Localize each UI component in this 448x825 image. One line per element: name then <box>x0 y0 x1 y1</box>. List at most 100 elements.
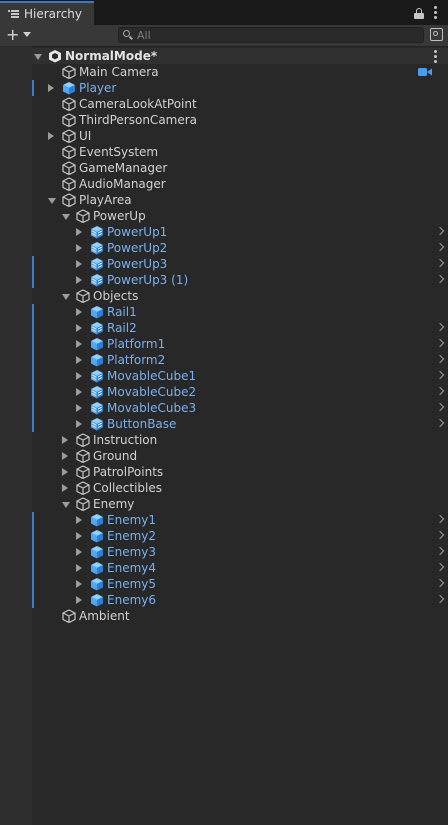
tree-row-platform2[interactable]: Platform2 <box>32 352 448 368</box>
open-prefab-chevron-icon[interactable] <box>435 322 445 332</box>
open-prefab-chevron-icon[interactable] <box>435 418 445 428</box>
expand-arrow-down-icon[interactable] <box>48 198 56 204</box>
expand-arrow-right-icon[interactable] <box>62 436 68 444</box>
open-prefab-chevron-icon[interactable] <box>435 578 445 588</box>
expand-arrow-right-icon[interactable] <box>76 308 82 316</box>
lock-icon[interactable] <box>414 8 424 19</box>
tree-row-rail1[interactable]: Rail1 <box>32 304 448 320</box>
open-prefab-chevron-icon[interactable] <box>435 274 445 284</box>
expand-arrow-right-icon[interactable] <box>76 516 82 524</box>
tree-row-player[interactable]: Player <box>32 80 448 96</box>
expand-arrow-right-icon[interactable] <box>76 324 82 332</box>
expand-arrow-right-icon[interactable] <box>76 260 82 268</box>
open-prefab-chevron-icon[interactable] <box>435 370 445 380</box>
tree-row-ground[interactable]: Ground <box>32 448 448 464</box>
tree-row-label: Enemy <box>93 497 135 511</box>
expand-arrow-down-icon[interactable] <box>34 54 42 60</box>
tree-row-enemy4[interactable]: Enemy4 <box>32 560 448 576</box>
open-prefab-chevron-icon[interactable] <box>435 530 445 540</box>
add-icon[interactable]: + <box>6 25 20 44</box>
expand-arrow-down-icon[interactable] <box>62 214 70 220</box>
tree-row-enemy6[interactable]: Enemy6 <box>32 592 448 608</box>
expand-arrow-right-icon[interactable] <box>48 84 54 92</box>
tree-row-powerup2[interactable]: PowerUp2 <box>32 240 448 256</box>
expand-arrow-right-icon[interactable] <box>76 276 82 284</box>
tree-row-enemy[interactable]: Enemy <box>32 496 448 512</box>
prefab-icon <box>90 305 104 319</box>
expand-arrow-right-icon[interactable] <box>62 484 68 492</box>
expand-arrow-right-icon[interactable] <box>76 388 82 396</box>
tree-row-thirdpersoncamera[interactable]: ThirdPersonCamera <box>32 112 448 128</box>
tree-row-playarea[interactable]: PlayArea <box>32 192 448 208</box>
open-prefab-chevron-icon[interactable] <box>435 258 445 268</box>
prefab-icon <box>90 593 104 607</box>
expand-arrow-down-icon[interactable] <box>62 294 70 300</box>
more-options-icon[interactable] <box>434 6 437 20</box>
tree-row-ui[interactable]: UI <box>32 128 448 144</box>
tree-row-gamemanager[interactable]: GameManager <box>32 160 448 176</box>
scene-search-icon[interactable] <box>430 28 443 41</box>
scene-menu-icon[interactable] <box>434 50 437 65</box>
tree-row-instruction[interactable]: Instruction <box>32 432 448 448</box>
tree-row-label: PlayArea <box>79 193 132 207</box>
tab-hierarchy[interactable]: Hierarchy <box>0 1 94 25</box>
tree-row-buttonbase[interactable]: ButtonBase <box>32 416 448 432</box>
tree-row-patrolpoints[interactable]: PatrolPoints <box>32 464 448 480</box>
tree-row-main-camera[interactable]: Main Camera <box>32 64 448 80</box>
open-prefab-chevron-icon[interactable] <box>435 594 445 604</box>
expand-arrow-right-icon[interactable] <box>48 132 54 140</box>
open-prefab-chevron-icon[interactable] <box>435 354 445 364</box>
search-input[interactable] <box>137 28 417 42</box>
expand-arrow-right-icon[interactable] <box>76 404 82 412</box>
expand-arrow-right-icon[interactable] <box>76 372 82 380</box>
expand-arrow-right-icon[interactable] <box>76 228 82 236</box>
expand-arrow-right-icon[interactable] <box>76 340 82 348</box>
open-prefab-chevron-icon[interactable] <box>435 562 445 572</box>
expand-arrow-right-icon[interactable] <box>76 244 82 252</box>
tree-row-enemy2[interactable]: Enemy2 <box>32 528 448 544</box>
expand-arrow-right-icon[interactable] <box>76 564 82 572</box>
open-prefab-chevron-icon[interactable] <box>435 514 445 524</box>
tree-row-normalmode[interactable]: NormalMode* <box>32 48 448 64</box>
tree-row-enemy3[interactable]: Enemy3 <box>32 544 448 560</box>
modified-indicator <box>32 560 34 576</box>
open-prefab-chevron-icon[interactable] <box>435 386 445 396</box>
tree-row-rail2[interactable]: Rail2 <box>32 320 448 336</box>
open-prefab-chevron-icon[interactable] <box>435 242 445 252</box>
modified-indicator <box>32 544 34 560</box>
expand-arrow-right-icon[interactable] <box>76 356 82 364</box>
tree-row-movablecube3[interactable]: MovableCube3 <box>32 400 448 416</box>
open-prefab-chevron-icon[interactable] <box>435 402 445 412</box>
tree-row-movablecube1[interactable]: MovableCube1 <box>32 368 448 384</box>
tree-row-powerup[interactable]: PowerUp <box>32 208 448 224</box>
open-prefab-chevron-icon[interactable] <box>435 338 445 348</box>
modified-indicator <box>32 576 34 592</box>
expand-arrow-right-icon[interactable] <box>62 452 68 460</box>
tree-row-movablecube2[interactable]: MovableCube2 <box>32 384 448 400</box>
tree-row-enemy1[interactable]: Enemy1 <box>32 512 448 528</box>
expand-arrow-right-icon[interactable] <box>76 548 82 556</box>
chevron-down-icon[interactable] <box>23 32 31 37</box>
tree-row-enemy5[interactable]: Enemy5 <box>32 576 448 592</box>
tree-row-platform1[interactable]: Platform1 <box>32 336 448 352</box>
expand-arrow-right-icon[interactable] <box>76 532 82 540</box>
modified-indicator <box>32 416 34 432</box>
search-field[interactable] <box>118 27 424 43</box>
expand-arrow-right-icon[interactable] <box>76 580 82 588</box>
expand-arrow-right-icon[interactable] <box>76 596 82 604</box>
open-prefab-chevron-icon[interactable] <box>435 546 445 556</box>
tree-row-cameralookatpoint[interactable]: CameraLookAtPoint <box>32 96 448 112</box>
tree-row-label: MovableCube2 <box>107 385 197 399</box>
tree-row-eventsystem[interactable]: EventSystem <box>32 144 448 160</box>
expand-arrow-right-icon[interactable] <box>76 420 82 428</box>
tree-row-powerup1[interactable]: PowerUp1 <box>32 224 448 240</box>
expand-arrow-right-icon[interactable] <box>62 468 68 476</box>
tree-row-collectibles[interactable]: Collectibles <box>32 480 448 496</box>
tree-row-powerup3[interactable]: PowerUp3 <box>32 256 448 272</box>
tree-row-powerup3-1[interactable]: PowerUp3 (1) <box>32 272 448 288</box>
tree-row-ambient[interactable]: Ambient <box>32 608 448 624</box>
open-prefab-chevron-icon[interactable] <box>435 226 445 236</box>
expand-arrow-down-icon[interactable] <box>62 502 70 508</box>
tree-row-audiomanager[interactable]: AudioManager <box>32 176 448 192</box>
tree-row-objects[interactable]: Objects <box>32 288 448 304</box>
